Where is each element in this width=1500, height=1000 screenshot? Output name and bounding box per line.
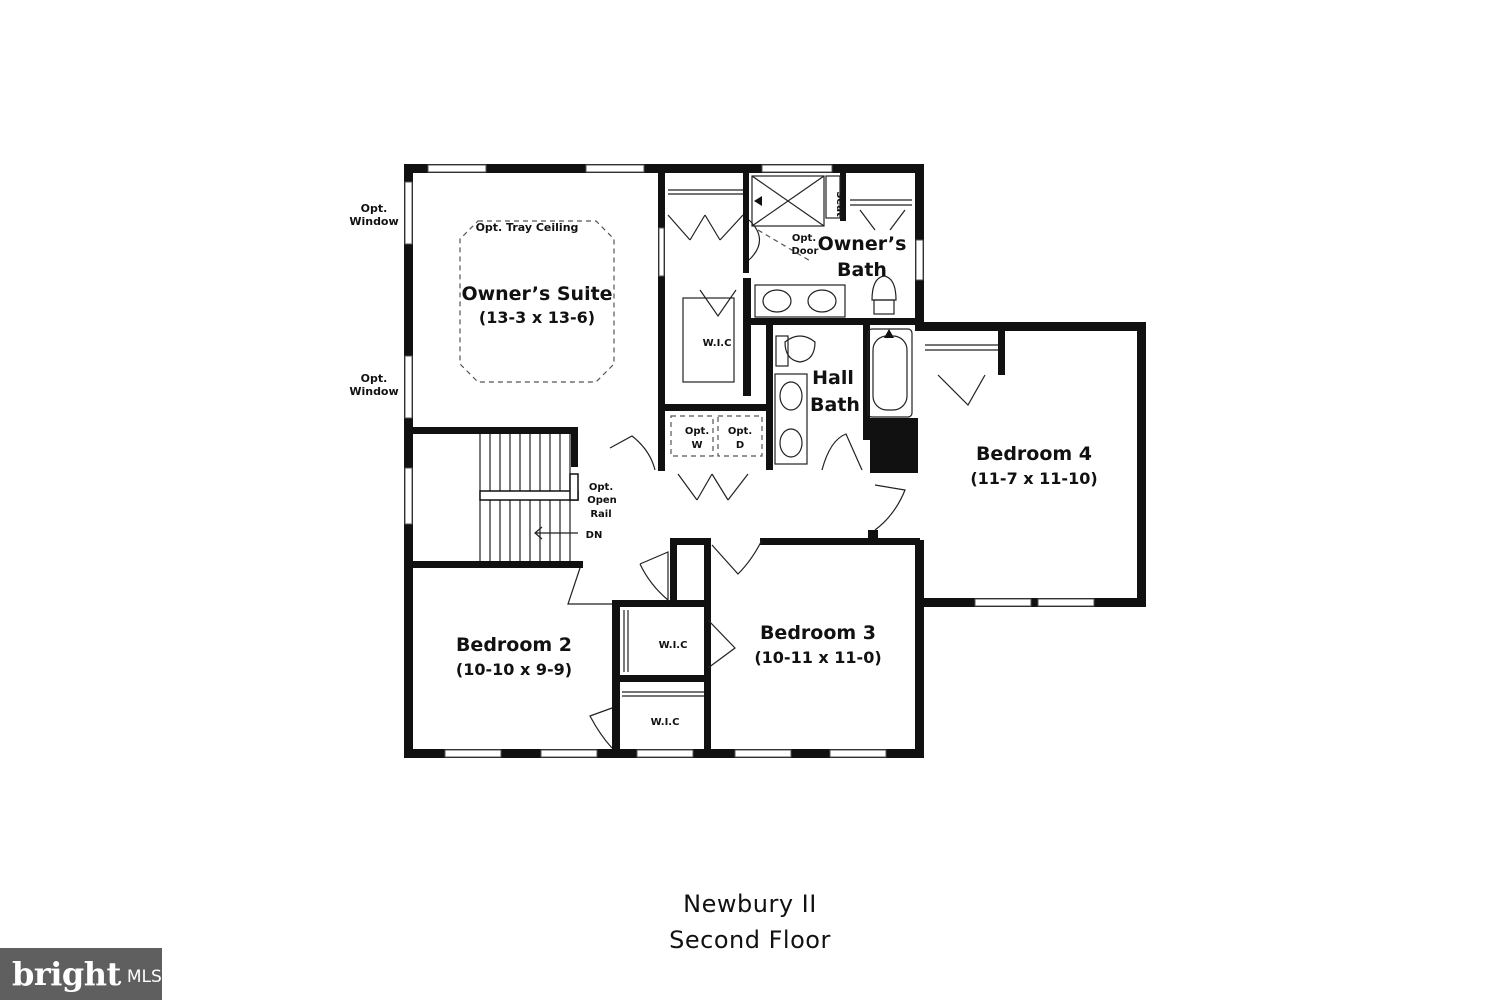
interior-walls bbox=[413, 173, 920, 758]
owners-bath-label-1: Owner’s bbox=[818, 233, 907, 255]
opt-window-top-2: Window bbox=[349, 215, 398, 228]
bedroom2-dims: (10-10 x 9-9) bbox=[456, 660, 572, 679]
owners-bath-label-2: Bath bbox=[837, 259, 887, 281]
seat-label: Seat bbox=[834, 191, 845, 217]
bedroom4-name: Bedroom 4 bbox=[976, 443, 1092, 465]
bedroom4-dims: (11-7 x 11-10) bbox=[970, 469, 1097, 488]
opt-washer-label-1: Opt. bbox=[685, 426, 709, 437]
opt-open-rail-3: Rail bbox=[590, 509, 611, 520]
fixtures-and-doors bbox=[459, 175, 1005, 749]
opt-window-bottom-1: Opt. bbox=[361, 372, 388, 385]
bright-mls-logo: bright MLS bbox=[0, 948, 162, 1000]
bedroom3-name: Bedroom 3 bbox=[760, 622, 876, 644]
room-labels: Owner’s Suite (13-3 x 13-6) Owner’s Bath… bbox=[456, 233, 1098, 679]
wic-owner-label: W.I.C bbox=[703, 338, 732, 349]
tray-ceiling-label: Opt. Tray Ceiling bbox=[476, 221, 579, 234]
opt-door-label-2: Door bbox=[792, 246, 819, 257]
opt-door-label-1: Opt. bbox=[792, 233, 816, 244]
opt-open-rail-1: Opt. bbox=[589, 482, 613, 493]
opt-washer-label-2: W bbox=[691, 440, 702, 451]
plan-title: Newbury II bbox=[683, 890, 817, 918]
logo-suffix: MLS bbox=[126, 967, 162, 987]
bedroom2-name: Bedroom 2 bbox=[456, 634, 572, 656]
owners-suite-dims: (13-3 x 13-6) bbox=[479, 308, 595, 327]
owners-suite-name: Owner’s Suite bbox=[461, 283, 612, 305]
opt-open-rail-2: Open bbox=[587, 495, 617, 506]
staircase bbox=[479, 434, 579, 561]
opt-dryer-label-1: Opt. bbox=[728, 426, 752, 437]
plan-notes: Opt. Window Opt. Window Opt. Tray Ceilin… bbox=[349, 191, 845, 728]
hall-bath-label-2: Bath bbox=[810, 394, 860, 416]
plan-subtitle: Second Floor bbox=[669, 926, 831, 954]
bedroom3-dims: (10-11 x 11-0) bbox=[754, 648, 881, 667]
windows bbox=[404, 164, 1095, 758]
logo-brand: bright bbox=[12, 955, 121, 993]
opt-window-bottom-2: Window bbox=[349, 385, 398, 398]
opt-window-top-1: Opt. bbox=[361, 202, 388, 215]
wic-bedroom2-label: W.I.C bbox=[651, 717, 680, 728]
hall-bath-label-1: Hall bbox=[812, 367, 854, 389]
stairs-down-label: DN bbox=[586, 530, 603, 541]
wic-bedroom3-label: W.I.C bbox=[659, 640, 688, 651]
opt-dryer-label-2: D bbox=[736, 440, 744, 451]
